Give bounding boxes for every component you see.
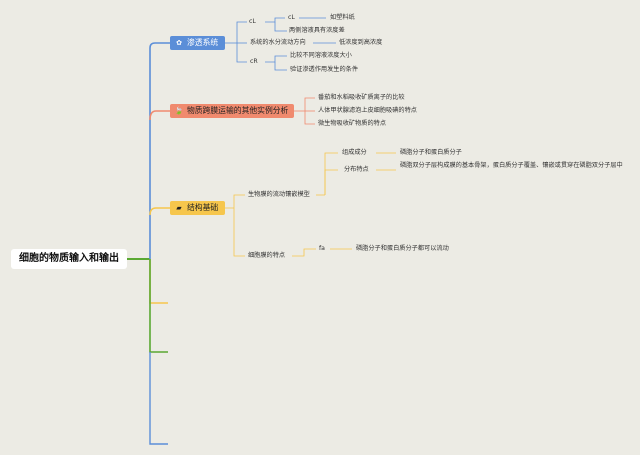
example-2[interactable]: 人体甲状腺滤泡上皮细胞吸碘的特点 (318, 107, 417, 114)
node-cl2[interactable]: cL (288, 14, 295, 21)
spine-yellow-lower (149, 259, 168, 304)
branch-osmosis-label: 渗透系统 (187, 38, 219, 47)
node-distribution[interactable]: 分布特点 (344, 166, 369, 173)
node-conc[interactable]: 两侧溶液具有浓度差 (289, 27, 345, 34)
node-compare[interactable]: 比较不同溶液浓度大小 (290, 52, 352, 59)
node-direction-child[interactable]: 低浓度到高浓度 (339, 39, 383, 46)
branch-examples[interactable]: 🍃物质跨膜运输的其他实例分析 (170, 104, 294, 118)
root-node[interactable]: 细胞的物质输入和输出 (11, 249, 127, 269)
branch-structure-label: 结构基础 (187, 203, 219, 212)
example-3[interactable]: 微生物吸收矿物质的特点 (318, 120, 387, 127)
star-icon: ✿ (176, 39, 182, 47)
node-verify[interactable]: 验证渗透作用发生的条件 (290, 66, 359, 73)
spine-green-lower (149, 259, 168, 353)
branch-osmosis[interactable]: ✿ 渗透系统 (170, 36, 225, 50)
node-feature-grandchild[interactable]: 磷脂分子和蛋白质分子都可以流动 (356, 245, 449, 252)
spine-blue-lower (149, 352, 168, 445)
node-model[interactable]: 生物膜的流动镶嵌模型 (248, 191, 310, 198)
branch-structure[interactable]: ▰ 结构基础 (170, 201, 225, 215)
node-direction[interactable]: 系统的水分流动方向 (250, 39, 306, 46)
spine-blue-upper (149, 42, 170, 259)
node-feature[interactable]: 细胞膜的特点 (248, 252, 286, 259)
node-distribution-child[interactable]: 磷脂双分子层构成膜的基本骨架，蛋白质分子覆盖、镶嵌或贯穿在磷脂双分子层中 (400, 162, 623, 169)
folder-icon: ▰ (176, 204, 182, 212)
node-cl[interactable]: cL (249, 18, 256, 25)
leaf-icon: 🍃 (174, 107, 184, 115)
spine-orange (149, 110, 170, 121)
node-cl2-child[interactable]: 如塑料纸 (330, 14, 355, 21)
node-cr[interactable]: cR (250, 58, 258, 65)
node-composition-child[interactable]: 磷脂分子和蛋白质分子 (400, 149, 462, 156)
node-feature-child[interactable]: fa (319, 245, 325, 252)
node-composition[interactable]: 组成成分 (342, 149, 367, 156)
spine-yellow (149, 207, 170, 216)
example-1[interactable]: 番茄和水稻吸收矿质离子的比较 (318, 94, 405, 101)
branch-examples-label: 物质跨膜运输的其他实例分析 (187, 106, 289, 115)
